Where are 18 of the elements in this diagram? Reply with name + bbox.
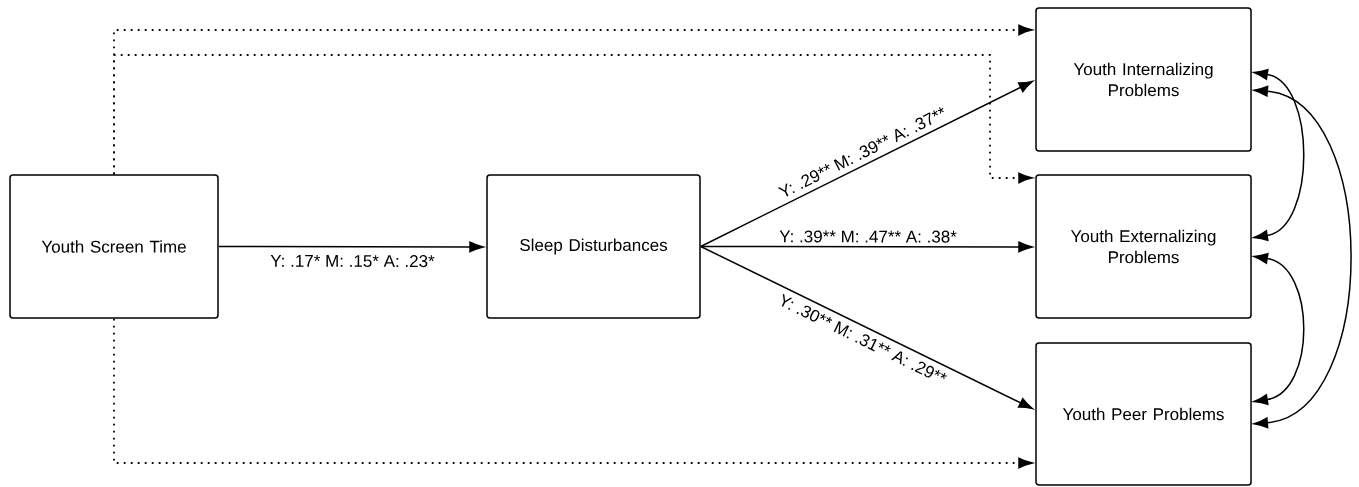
arrow xyxy=(700,80,1034,248)
arrow xyxy=(1253,253,1305,405)
variable-box: Youth Screen Time xyxy=(9,174,219,319)
variable-box: Youth Peer Problems xyxy=(1035,342,1252,486)
edge-label: Y: .17* M: .15* A: .23* xyxy=(268,252,437,270)
edge-label: Y: .29** M: .39** A: .37** xyxy=(774,103,951,202)
arrow xyxy=(113,317,1033,469)
arrow xyxy=(700,241,1033,253)
arrow xyxy=(700,245,1034,410)
edge-label: Y: .30** M: .31** A: .29** xyxy=(774,290,951,388)
variable-box: Youth Externalizing Problems xyxy=(1035,174,1252,319)
arrow xyxy=(1253,69,1305,241)
edge-label: Y: .39** M: .47** A: .38* xyxy=(777,228,959,245)
arrow xyxy=(113,54,1033,184)
variable-box: Sleep Disturbances xyxy=(486,174,701,319)
arrow xyxy=(218,241,484,253)
arrow xyxy=(1253,85,1352,429)
variable-box: Youth Internalizing Problems xyxy=(1035,7,1252,152)
